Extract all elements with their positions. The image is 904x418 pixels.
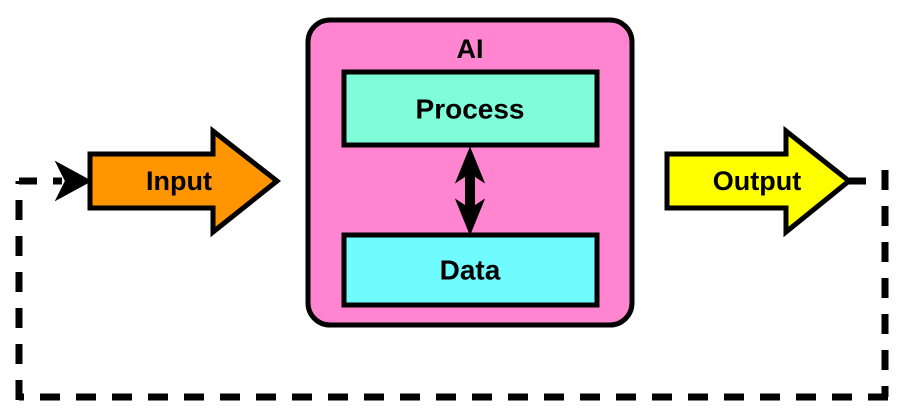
data-block-box [341,232,600,308]
process-block-label: Process [416,93,525,124]
output-arrow-label: Output [713,166,801,196]
ai-container-label: AI [457,34,484,64]
feedback-arrowhead-icon [54,160,93,202]
input-arrow-label: Input [146,166,212,196]
output-arrow[interactable]: Output [664,125,853,238]
process-block[interactable]: Process [341,69,600,148]
input-arrow[interactable]: Input [87,125,282,238]
arrow-right-icon [87,125,282,238]
data-block-label: Data [440,254,501,285]
feedback-loop-icon [15,160,889,401]
data-block[interactable]: Data [341,232,600,308]
process-block-box [341,69,600,148]
arrow-right-icon [664,125,853,238]
